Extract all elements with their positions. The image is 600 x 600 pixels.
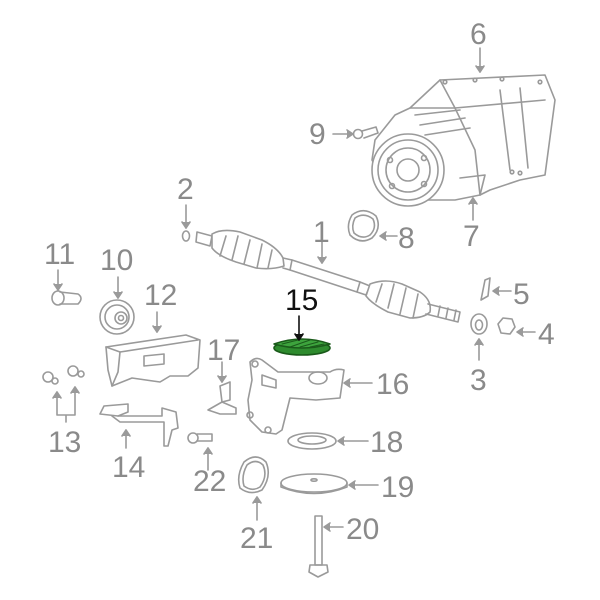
callout-1[interactable]: 1 bbox=[313, 216, 330, 249]
callout-17[interactable]: 17 bbox=[207, 334, 241, 367]
callout-16[interactable]: 16 bbox=[376, 368, 410, 401]
plate-19[interactable] bbox=[280, 473, 348, 495]
callout-18[interactable]: 18 bbox=[370, 426, 404, 459]
callout-8[interactable]: 8 bbox=[398, 222, 415, 255]
washer-18[interactable] bbox=[287, 432, 337, 450]
shield-12[interactable] bbox=[105, 334, 201, 387]
ring-2[interactable] bbox=[181, 230, 191, 242]
callout-13[interactable]: 13 bbox=[48, 426, 82, 459]
axle-shaft-1[interactable] bbox=[195, 229, 461, 323]
clip-5[interactable] bbox=[480, 277, 491, 301]
differential-housing[interactable] bbox=[371, 74, 556, 207]
bolt-22[interactable] bbox=[187, 432, 213, 444]
callout-22[interactable]: 22 bbox=[193, 465, 227, 498]
callout-11[interactable]: 11 bbox=[44, 238, 76, 271]
callout-3[interactable]: 3 bbox=[470, 364, 487, 397]
bushing-10[interactable] bbox=[99, 299, 135, 335]
bracket-14[interactable] bbox=[99, 403, 179, 447]
callout-10[interactable]: 10 bbox=[100, 244, 134, 277]
callout-15-highlighted[interactable]: 15 bbox=[285, 284, 319, 317]
mount-16[interactable] bbox=[246, 357, 345, 435]
callout-19[interactable]: 19 bbox=[381, 471, 415, 504]
callout-2[interactable]: 2 bbox=[177, 173, 194, 206]
callout-5[interactable]: 5 bbox=[513, 278, 530, 311]
clip-17[interactable] bbox=[207, 381, 237, 415]
bolt-9[interactable] bbox=[352, 126, 379, 140]
callout-9[interactable]: 9 bbox=[309, 118, 326, 151]
nut-4[interactable] bbox=[497, 317, 516, 335]
clips-13[interactable] bbox=[42, 365, 85, 385]
seal-8[interactable] bbox=[347, 209, 380, 242]
callout-7[interactable]: 7 bbox=[463, 220, 480, 253]
callout-20[interactable]: 20 bbox=[346, 513, 380, 546]
bumper-15-highlighted[interactable] bbox=[273, 338, 331, 356]
callout-21[interactable]: 21 bbox=[240, 522, 274, 555]
callout-6[interactable]: 6 bbox=[470, 18, 487, 51]
callout-14[interactable]: 14 bbox=[112, 451, 146, 484]
washer-3[interactable] bbox=[470, 313, 488, 335]
callout-4[interactable]: 4 bbox=[538, 318, 555, 351]
seal-21[interactable] bbox=[237, 456, 270, 494]
bolt-20[interactable] bbox=[308, 515, 329, 578]
bolt-11[interactable] bbox=[51, 290, 82, 306]
callout-12[interactable]: 12 bbox=[144, 279, 178, 312]
